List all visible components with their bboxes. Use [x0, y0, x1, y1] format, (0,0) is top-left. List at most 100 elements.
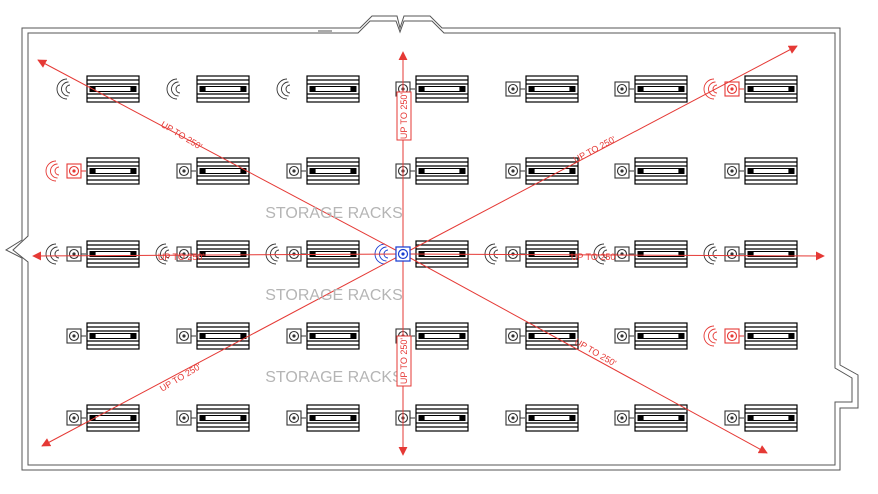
storage-labels: STORAGE RACKS STORAGE RACKS STORAGE RACK…: [265, 205, 403, 386]
antenna-node-icon: [614, 163, 634, 179]
range-arrow-right: [402, 251, 825, 261]
antenna-node-icon: [66, 410, 86, 426]
storage-rack: [196, 75, 250, 103]
storage-racks-label: STORAGE RACKS: [265, 287, 403, 304]
antenna-node-icon: [505, 81, 525, 97]
signal-wave-icon: [703, 243, 718, 265]
range-label-right: UP TO 250': [571, 252, 618, 262]
storage-rack: [415, 322, 469, 350]
storage-rack: [196, 157, 250, 185]
storage-rack: [744, 75, 798, 103]
antenna-node-icon: [505, 410, 525, 426]
wireless-nodes: [45, 78, 744, 426]
range-box-up: [396, 91, 412, 141]
antenna-node-icon: [614, 81, 634, 97]
antenna-node-icon: [66, 328, 86, 344]
antenna-node-icon: [176, 163, 196, 179]
storage-rack: [525, 404, 579, 432]
antenna-node-icon: [286, 328, 306, 344]
storage-rack: [196, 404, 250, 432]
storage-rack: [306, 322, 360, 350]
storage-rack: [86, 404, 140, 432]
signal-wave-icon: [45, 243, 60, 265]
signal-wave-icon: [593, 243, 608, 265]
antenna-node-icon: [176, 410, 196, 426]
antenna-node-icon: [286, 410, 306, 426]
range-label-up: UP TO 250': [399, 93, 409, 140]
storage-racks-label: STORAGE RACKS: [265, 369, 403, 386]
antenna-node-icon: [66, 246, 86, 262]
antenna-node-icon: [505, 163, 525, 179]
signal-wave-icon: [45, 160, 60, 182]
antenna-node-icon: [286, 246, 306, 262]
range-label-down-right: UP TO 250': [573, 337, 618, 369]
range-arrow-down-left: [41, 253, 404, 447]
range-arrows: [32, 45, 825, 456]
range-arrow-up-left: [37, 59, 404, 255]
signal-wave-icon: [155, 243, 170, 265]
range-label-up-left: UP TO 250': [159, 119, 204, 152]
signal-wave-icon: [703, 78, 718, 100]
antenna-node-icon: [724, 81, 744, 97]
storage-rack: [744, 322, 798, 350]
storage-rack: [86, 157, 140, 185]
storage-rack: [196, 322, 250, 350]
antenna-node-icon: [395, 163, 415, 179]
range-label-left: UP TO 250': [158, 252, 205, 262]
signal-wave-icon: [276, 78, 291, 100]
storage-rack: [525, 157, 579, 185]
storage-rack: [634, 75, 688, 103]
antenna-node-icon: [614, 410, 634, 426]
antenna-node-icon: [505, 246, 525, 262]
storage-racks: [86, 75, 798, 432]
outer-wall: [4, 15, 859, 471]
building-walls: [4, 15, 859, 471]
antenna-node-icon: [505, 328, 525, 344]
storage-rack: [744, 157, 798, 185]
storage-rack: [86, 240, 140, 268]
storage-rack: [634, 240, 688, 268]
inner-wall: [12, 20, 853, 466]
storage-rack: [415, 157, 469, 185]
range-arrow-down-right: [402, 253, 768, 454]
storage-rack: [744, 240, 798, 268]
storage-rack: [525, 240, 579, 268]
antenna-node-icon: [724, 410, 744, 426]
range-label-up-right: UP TO 250': [572, 134, 618, 165]
storage-rack: [86, 75, 140, 103]
antenna-node-icon: [614, 246, 634, 262]
antenna-node-icon: [286, 163, 306, 179]
antenna-node-icon: [724, 246, 744, 262]
storage-rack: [306, 404, 360, 432]
storage-rack: [525, 75, 579, 103]
signal-wave-icon: [166, 78, 181, 100]
antenna-node-icon: [614, 328, 634, 344]
storage-racks-label: STORAGE RACKS: [265, 205, 403, 222]
antenna-node-icon: [724, 163, 744, 179]
range-label-down: UP TO 250': [399, 338, 409, 385]
storage-rack: [306, 240, 360, 268]
range-label-down-left: UP TO 250': [158, 361, 203, 394]
range-arrow-left: [32, 251, 404, 261]
storage-rack: [744, 404, 798, 432]
storage-rack: [525, 322, 579, 350]
storage-rack: [634, 157, 688, 185]
storage-rack: [415, 75, 469, 103]
antenna-node-icon: [176, 328, 196, 344]
range-box-down: [396, 335, 412, 387]
antenna-node-icon: [395, 410, 415, 426]
storage-rack: [415, 404, 469, 432]
storage-rack: [306, 75, 360, 103]
storage-rack: [634, 404, 688, 432]
signal-wave-icon: [703, 325, 718, 347]
storage-rack: [86, 322, 140, 350]
storage-rack: [634, 322, 688, 350]
antenna-node-icon: [724, 328, 744, 344]
signal-wave-icon: [56, 78, 71, 100]
center-node-icon: [395, 246, 411, 262]
vertical-range-boxes: UP TO 250' UP TO 250': [396, 91, 412, 387]
range-arrow-up-right: [402, 45, 798, 255]
antenna-node-icon: [66, 163, 86, 179]
